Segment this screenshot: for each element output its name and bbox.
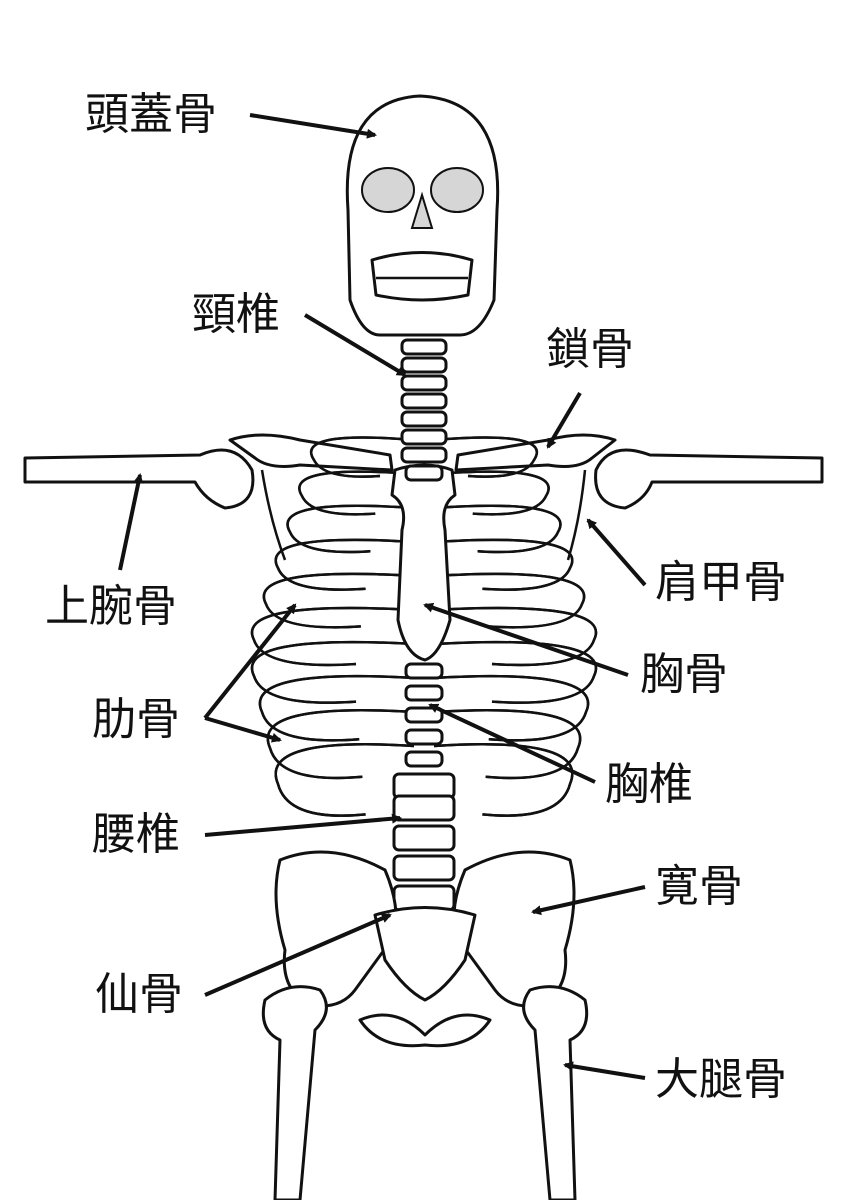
vertebra — [400, 410, 448, 428]
label-scapula: 肩甲骨 — [655, 557, 787, 608]
label-skull: 頭蓋骨 — [85, 89, 217, 140]
vertebra — [392, 794, 456, 822]
rib — [433, 640, 598, 704]
femur-bones — [261, 985, 589, 1200]
vertebra — [392, 772, 456, 800]
rib — [250, 640, 415, 704]
pelvis — [274, 850, 576, 1048]
label-ribs: 肋骨 — [92, 694, 180, 745]
rib — [433, 436, 539, 478]
rib — [433, 743, 574, 817]
rib — [433, 538, 574, 591]
rib — [433, 470, 550, 516]
skull — [345, 94, 500, 337]
vertebra — [404, 464, 444, 482]
rib — [433, 606, 598, 667]
label-sternum: 胸骨 — [640, 649, 728, 700]
rib — [433, 572, 586, 629]
vertebra — [404, 662, 444, 680]
vertebra — [404, 750, 444, 768]
rib — [433, 538, 574, 591]
rib — [262, 572, 415, 629]
rib — [266, 709, 415, 780]
vertebra — [400, 446, 448, 464]
vertebra — [392, 854, 456, 882]
rib — [433, 572, 586, 629]
vertebra — [400, 428, 448, 446]
label-cervical-vertebrae: 頸椎 — [192, 289, 280, 340]
rib — [258, 674, 415, 742]
vertebra — [400, 392, 448, 410]
rib — [262, 572, 415, 629]
rib-cage — [250, 436, 598, 817]
label-lumbar-vertebrae: 腰椎 — [92, 809, 180, 860]
rib — [433, 640, 598, 704]
rib — [433, 674, 590, 742]
rib — [433, 504, 562, 554]
label-femur: 大腿骨 — [655, 1054, 787, 1105]
vertebra — [400, 356, 448, 374]
vertebra — [404, 684, 444, 702]
rib — [250, 640, 415, 704]
vertebra — [400, 338, 448, 356]
label-hip-bone: 寛骨 — [655, 861, 743, 912]
rib — [298, 470, 415, 516]
label-arrows — [118, 113, 647, 1080]
rib — [433, 674, 590, 742]
rib — [433, 709, 582, 780]
label-clavicle: 鎖骨 — [546, 324, 634, 375]
vertebra — [400, 374, 448, 392]
rib — [286, 504, 415, 554]
spine — [392, 338, 456, 912]
vertebra — [404, 728, 444, 746]
rib — [258, 674, 415, 742]
label-thoracic-vertebrae: 胸椎 — [605, 759, 693, 810]
sternum — [390, 463, 457, 662]
label-sacrum: 仙骨 — [95, 969, 183, 1020]
rib — [250, 606, 415, 667]
rib — [274, 538, 415, 591]
rib — [309, 436, 415, 478]
rib — [274, 743, 415, 817]
rib — [274, 538, 415, 591]
label-humerus: 上腕骨 — [45, 581, 177, 632]
vertebra — [392, 824, 456, 852]
